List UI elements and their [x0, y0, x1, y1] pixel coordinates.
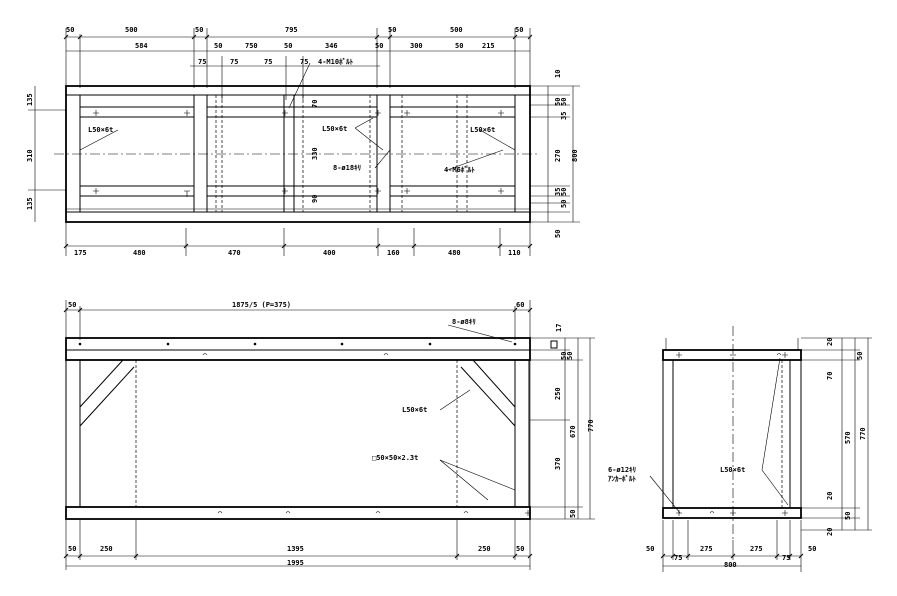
front-dim-bottom-2: 1395: [287, 545, 304, 553]
side-dim-right-3: 570: [844, 431, 852, 444]
front-view: 50 1875/5 (P=375) 60 50 250 1395 250 50 …: [63, 300, 595, 570]
dim-right-2: 50: [560, 98, 568, 106]
dim-third-1: 75: [230, 58, 238, 66]
side-dim-right-6: 50: [844, 512, 852, 520]
dim-right-5: 35: [554, 188, 562, 196]
front-dim-top-2: 60: [516, 301, 524, 309]
side-dim-bottom-0: 50: [646, 545, 654, 553]
dim-inner-1: 330: [311, 147, 319, 160]
label-anchor-right: 4-M6ﾎﾞﾙﾄ: [444, 165, 475, 174]
side-dim-overall: 800: [724, 561, 737, 569]
side-label-angle: L50×6t: [720, 466, 745, 474]
dim-third-0: 75: [198, 58, 206, 66]
dim-second-0: 584: [135, 42, 148, 50]
dim-second-6: 300: [410, 42, 423, 50]
front-dim-right-2: 50: [566, 352, 574, 360]
dim-right-3: 35: [560, 112, 568, 120]
dim-second-8: 215: [482, 42, 495, 50]
label-angle-right: L50×6t: [470, 126, 495, 134]
dim-right-8: 50: [554, 230, 562, 238]
dim-left-1: 310: [26, 149, 34, 162]
label-anchor-top: 4-M10ﾎﾞﾙﾄ: [318, 57, 354, 66]
side-label-anchor-2: ｱﾝｶｰﾎﾞﾙﾄ: [608, 474, 636, 483]
dim-third-2: 75: [264, 58, 272, 66]
dim-overall-right: 800: [571, 149, 579, 162]
dim-bottom-5: 480: [448, 249, 461, 257]
side-dim-right-4: 770: [859, 427, 867, 440]
side-dim-bottom-4: 75: [782, 554, 790, 562]
side-dim-right-5: 20: [826, 492, 834, 500]
side-view: 50 75 275 275 75 50 800 20 50 70 570 770…: [608, 326, 872, 572]
side-dim-bottom-2: 275: [700, 545, 713, 553]
side-dim-right-0: 20: [826, 338, 834, 346]
dim-second-5: 50: [375, 42, 383, 50]
dim-top-0: 50: [66, 26, 74, 34]
dim-top-4: 50: [388, 26, 396, 34]
side-label-anchor-1: 6-ø12ｷﾘ: [608, 466, 636, 474]
label-angle-left: L50×6t: [88, 126, 113, 134]
side-dim-bottom-3: 275: [750, 545, 763, 553]
dim-left-2: 135: [26, 197, 34, 210]
front-label-square-pipe: □50×50×2.3t: [372, 454, 418, 462]
dim-second-7: 50: [455, 42, 463, 50]
dim-left-0: 135: [26, 93, 34, 106]
dim-second-2: 750: [245, 42, 258, 50]
dim-third-3: 75: [300, 58, 308, 66]
front-dim-top-1: 1875/5 (P=375): [232, 301, 291, 309]
dim-bottom-3: 400: [323, 249, 336, 257]
side-dim-right-7: 20: [826, 528, 834, 536]
side-dim-bottom-1: 75: [674, 554, 682, 562]
front-dim-bottom-1: 250: [100, 545, 113, 553]
dim-right-1: 50: [554, 98, 562, 106]
front-label-holes-top: 8-ø8ｷﾘ: [452, 318, 476, 326]
front-dim-top-0: 50: [68, 301, 76, 309]
dim-second-4: 346: [325, 42, 338, 50]
side-dim-bottom-5: 50: [808, 545, 816, 553]
dim-right-0: 10: [554, 70, 562, 78]
dim-right-7: 50: [560, 200, 568, 208]
dim-bottom-6: 110: [508, 249, 521, 257]
dim-inner-0: 70: [311, 100, 319, 108]
front-dim-right-6: 770: [587, 419, 595, 432]
dim-top-2: 50: [195, 26, 203, 34]
dim-top-5: 500: [450, 26, 463, 34]
top-view: 50 500 50 795 50 500 50 584 50 750 50 34…: [26, 26, 580, 257]
dim-bottom-1: 480: [133, 249, 146, 257]
dim-bottom-4: 160: [387, 249, 400, 257]
side-dim-right-1: 50: [856, 352, 864, 360]
front-dim-right-7: 50: [569, 510, 577, 518]
dim-second-3: 50: [284, 42, 292, 50]
front-dim-bottom-4: 50: [516, 545, 524, 553]
front-dim-bottom-0: 50: [68, 545, 76, 553]
front-dim-overall: 1995: [287, 559, 304, 567]
dim-bottom-0: 175: [74, 249, 87, 257]
front-dim-right-4: 370: [554, 457, 562, 470]
front-dim-bottom-3: 250: [478, 545, 491, 553]
front-label-angle: L50×6t: [402, 406, 427, 414]
front-dim-right-5: 670: [569, 425, 577, 438]
dim-right-4: 270: [554, 149, 562, 162]
dim-second-1: 50: [214, 42, 222, 50]
label-hole-mid: 8-ø18ｷﾘ: [333, 164, 361, 172]
dim-inner-2: 90: [311, 195, 319, 203]
front-dim-right-3: 250: [554, 387, 562, 400]
label-angle-mid: L50×6t: [322, 125, 347, 133]
dim-top-3: 795: [285, 26, 298, 34]
dim-bottom-2: 470: [228, 249, 241, 257]
dim-top-1: 500: [125, 26, 138, 34]
front-dim-right-0: 17: [555, 324, 563, 332]
side-dim-right-2: 70: [826, 372, 834, 380]
dim-right-6: 50: [560, 188, 568, 196]
dim-top-6: 50: [515, 26, 523, 34]
front-dim-right-1: 50: [560, 352, 568, 360]
